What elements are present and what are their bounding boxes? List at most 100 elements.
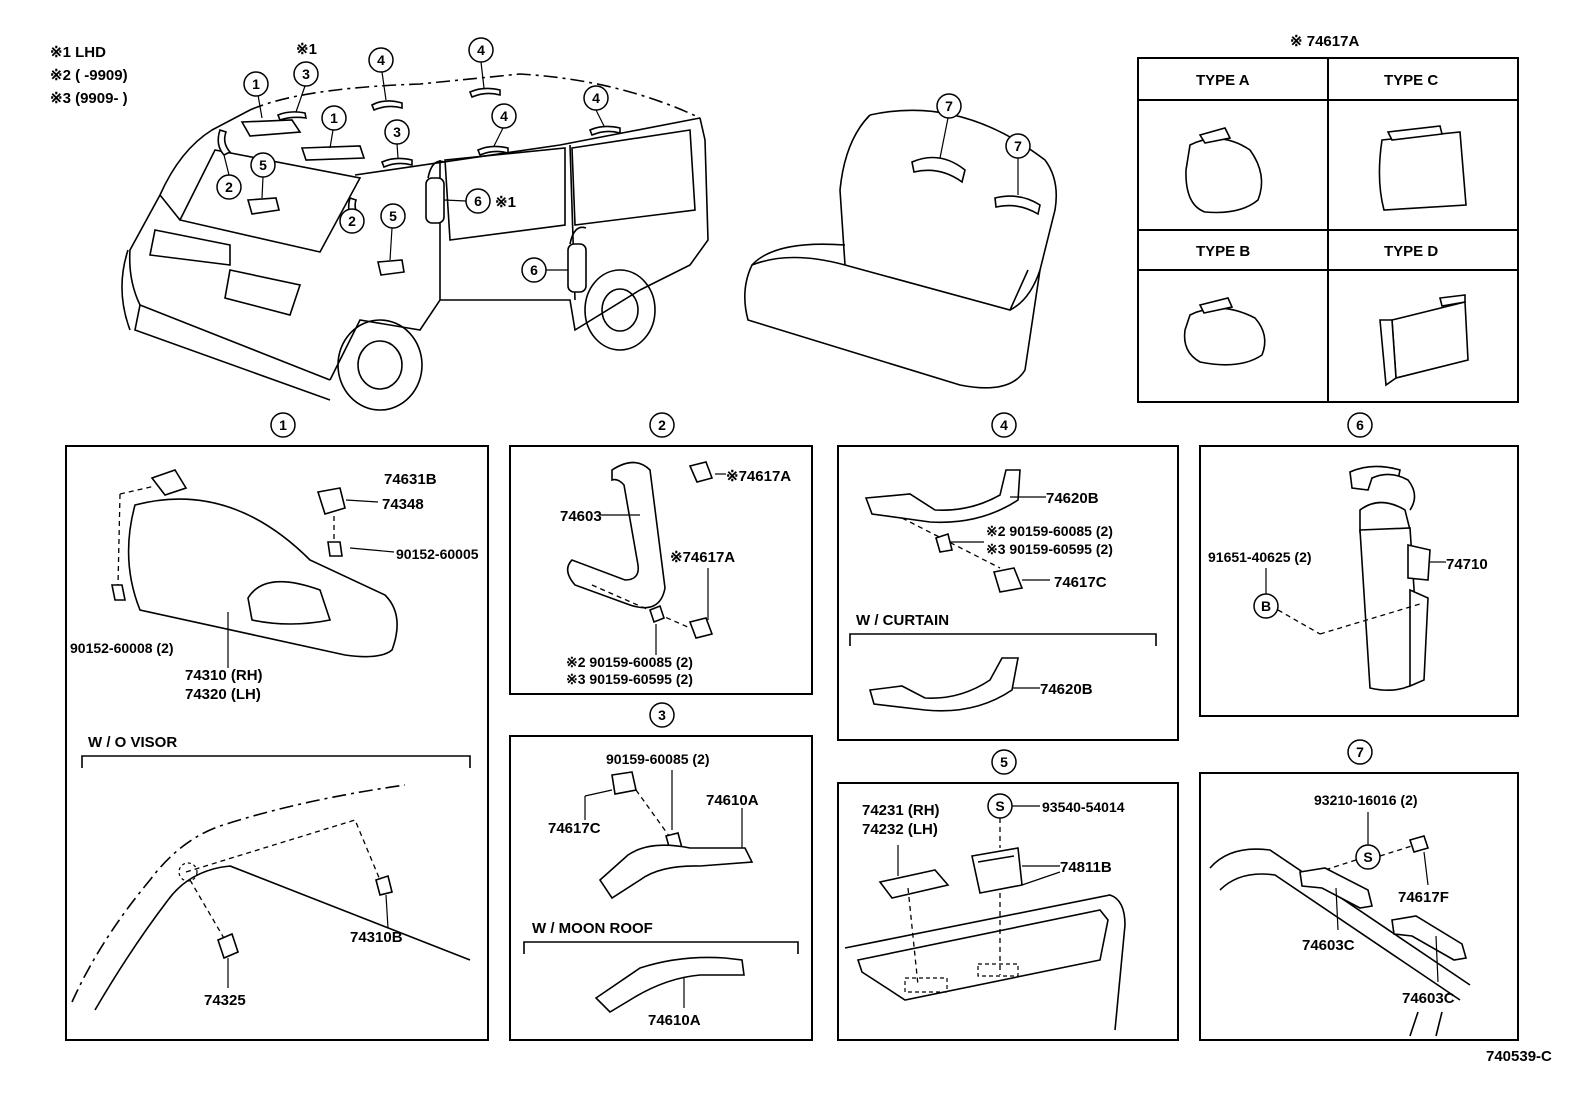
seat-illustration: 7 7 bbox=[744, 93, 1058, 389]
part-74231-rh: 74231 (RH) bbox=[862, 802, 940, 819]
part-74320-lh: 74320 (LH) bbox=[185, 686, 261, 703]
part-74603: 74603 bbox=[560, 508, 602, 525]
part-93210-16016: 93210-16016 (2) bbox=[1314, 792, 1418, 808]
type-table: ※ 74617A TYPE A TYPE C TYPE B TYPE D bbox=[1137, 33, 1519, 403]
callout-4c-circle bbox=[491, 103, 517, 129]
part-74610a-panel3: 74610A bbox=[706, 792, 759, 809]
van-illustration bbox=[121, 73, 709, 411]
part-74603c-1: 74603C bbox=[1302, 937, 1355, 954]
callout-3-circle bbox=[293, 61, 319, 87]
part-91651-40625: 91651-40625 (2) bbox=[1208, 549, 1312, 565]
callout-2a-circle bbox=[216, 174, 242, 200]
part-90159-60085-panel3: 90159-60085 (2) bbox=[606, 751, 710, 767]
panel-2-assist-grip: 2 ※74617A 74603 ※74617A ※2 90159-60085 (… bbox=[509, 412, 813, 695]
b-mark-panel6: B bbox=[1261, 598, 1271, 614]
part-74617a-top: ※74617A bbox=[726, 468, 791, 485]
callout-1-number: 1 bbox=[252, 76, 260, 92]
panel-7-seat-grip: 7 93210-16016 (2) S 74617F 74603C 74603C bbox=[1199, 739, 1519, 1041]
type-a-cap-shape bbox=[1185, 137, 1263, 214]
legend-after-9909: ※3 (9909- ) bbox=[50, 90, 128, 107]
part-74348: 74348 bbox=[382, 496, 424, 513]
callout-5b-number: 5 bbox=[389, 208, 397, 224]
svg-text:7: 7 bbox=[1356, 744, 1364, 760]
s-mark-panel5: S bbox=[995, 798, 1004, 814]
part-90152-60005: 90152-60005 bbox=[396, 546, 479, 562]
part-74617c-panel4: 74617C bbox=[1054, 574, 1107, 591]
trim-74231-shape bbox=[878, 869, 950, 899]
pocket-74811b-shape bbox=[971, 847, 1023, 894]
reference-code: 740539-C bbox=[1486, 1048, 1552, 1065]
callout-4c-number: 4 bbox=[500, 108, 508, 124]
grip-74620b-curtain-shape bbox=[868, 657, 1019, 712]
part-90159-60595-panel2: ※3 90159-60595 (2) bbox=[566, 671, 693, 687]
callout-6a-number: 6 bbox=[474, 193, 482, 209]
callout-1-circle bbox=[243, 71, 269, 97]
part-74310b: 74310B bbox=[350, 929, 403, 946]
part-74617c-panel3: 74617C bbox=[548, 820, 601, 837]
part-74232-lh: 74232 (LH) bbox=[862, 821, 938, 838]
type-d-label: TYPE D bbox=[1384, 243, 1438, 260]
panel-6-extinguisher: 6 74710 91651-40625 (2) B bbox=[1199, 412, 1519, 717]
grip-74610a-moonroof-shape bbox=[594, 956, 745, 1014]
callout-6b-circle bbox=[521, 257, 547, 283]
part-74811b: 74811B bbox=[1060, 859, 1112, 876]
part-74631b: 74631B bbox=[384, 471, 437, 488]
svg-text:2: 2 bbox=[658, 417, 666, 433]
grip-74603c-shape-2 bbox=[1391, 915, 1468, 961]
callout-1b-circle bbox=[321, 105, 347, 131]
sun-visor-shape bbox=[127, 498, 398, 658]
s-mark-panel7: S bbox=[1363, 849, 1372, 865]
type-c-label: TYPE C bbox=[1384, 72, 1438, 89]
callout-7a-number: 7 bbox=[945, 98, 953, 114]
callout-3-number: 3 bbox=[302, 66, 310, 82]
grip-74620b-shape bbox=[864, 469, 1021, 524]
callout-5a-circle bbox=[250, 152, 276, 178]
svg-text:6: 6 bbox=[1356, 417, 1364, 433]
callout-4b-number: 4 bbox=[477, 42, 485, 58]
part-90159-60085-panel4: ※2 90159-60085 (2) bbox=[986, 523, 1113, 539]
panel-1-sun-visor: 1 74631B 74348 90152-60005 90152-60008 (… bbox=[65, 412, 489, 1041]
part-74325: 74325 bbox=[204, 992, 246, 1009]
callout-4a-number: 4 bbox=[377, 52, 385, 68]
curtain-label: W / CURTAIN bbox=[856, 612, 949, 629]
type-table-title: ※ 74617A bbox=[1290, 33, 1359, 50]
callout-2a-number: 2 bbox=[225, 179, 233, 195]
type-b-cap-shape bbox=[1183, 307, 1266, 366]
type-d-cap-shape bbox=[1391, 300, 1469, 380]
callout-2b-circle bbox=[339, 208, 365, 234]
part-74710: 74710 bbox=[1446, 556, 1488, 573]
vanity-mirror-shape bbox=[247, 580, 332, 625]
van-callouts: 1 3 1 4 4 3 4 4 2 5 2 5 bbox=[216, 37, 609, 283]
callout-4a-circle bbox=[368, 47, 394, 73]
callout-3b-circle bbox=[384, 119, 410, 145]
assist-grip-shape bbox=[566, 461, 666, 609]
callout-4d-circle bbox=[583, 85, 609, 111]
part-74620b-curtain: 74620B bbox=[1040, 681, 1093, 698]
type-a-label: TYPE A bbox=[1196, 72, 1250, 89]
callout-4d-number: 4 bbox=[592, 90, 600, 106]
part-74617f: 74617F bbox=[1398, 889, 1449, 906]
svg-text:1: 1 bbox=[279, 417, 287, 433]
part-93540-54014: 93540-54014 bbox=[1042, 799, 1125, 815]
callout-3b-number: 3 bbox=[393, 124, 401, 140]
wo-visor-label: W / O VISOR bbox=[88, 734, 177, 751]
svg-text:4: 4 bbox=[1000, 417, 1008, 433]
part-90159-60085-panel2: ※2 90159-60085 (2) bbox=[566, 654, 693, 670]
part-90152-60008: 90152-60008 (2) bbox=[70, 640, 174, 656]
callout-2b-number: 2 bbox=[348, 213, 356, 229]
callout-1b-number: 1 bbox=[330, 110, 338, 126]
callout-7a-circle bbox=[936, 93, 962, 119]
callout-5a-number: 5 bbox=[259, 157, 267, 173]
callout-6b-number: 6 bbox=[530, 262, 538, 278]
panel-3-grip: 3 90159-60085 (2) 74617C 74610A W / MOON… bbox=[509, 702, 813, 1041]
type-b-label: TYPE B bbox=[1196, 243, 1250, 260]
part-74620b: 74620B bbox=[1046, 490, 1099, 507]
type-c-cap-shape bbox=[1378, 131, 1467, 211]
callout-5b-circle bbox=[380, 203, 406, 229]
panel-5-ashtray: 5 74231 (RH) 74232 (LH) S 93540-54014 74… bbox=[837, 749, 1179, 1041]
part-74310-rh: 74310 (RH) bbox=[185, 667, 263, 684]
part-74610a-moonroof: 74610A bbox=[648, 1012, 701, 1029]
legend-lhd: ※1 LHD bbox=[50, 44, 106, 61]
part-90159-60595-panel4: ※3 90159-60595 (2) bbox=[986, 541, 1113, 557]
